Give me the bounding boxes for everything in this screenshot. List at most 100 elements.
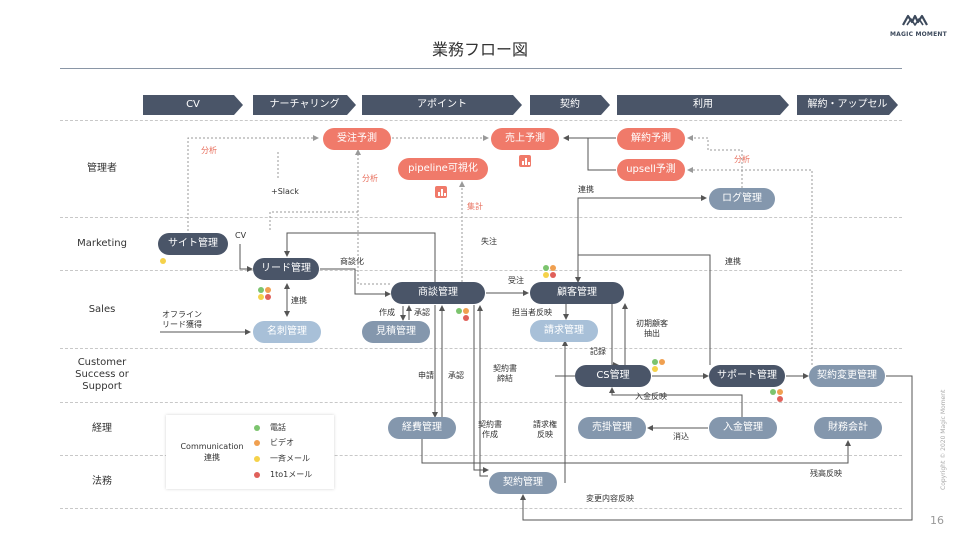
lane-customer-success: Customer Success or Support bbox=[75, 357, 129, 392]
lane-marketing: Marketing bbox=[77, 238, 127, 249]
edge-label-apply: 申請 bbox=[418, 371, 434, 380]
lane-separator bbox=[60, 348, 902, 349]
edge-label-create: 作成 bbox=[379, 308, 395, 317]
legend-item-mass-email: 一斉メール bbox=[254, 454, 310, 464]
phase-nurturing: ナーチャリング bbox=[253, 95, 356, 115]
phone-dot bbox=[543, 265, 549, 271]
node-contract-management: 契約管理 bbox=[489, 472, 557, 494]
title-divider bbox=[60, 68, 902, 69]
lane-separator bbox=[60, 270, 902, 271]
lane-separator bbox=[60, 455, 902, 456]
lane-separator bbox=[60, 120, 902, 121]
lane-separator bbox=[60, 508, 902, 509]
copyright-notice: Copyright © 2020 Magic Moment bbox=[940, 389, 947, 490]
edge-label-contract-signing: 契約書 締結 bbox=[493, 364, 517, 383]
mass-email-dot bbox=[652, 366, 658, 372]
edge-label-contract-creation: 契約書 作成 bbox=[478, 420, 502, 439]
edge-label-slack: +Slack bbox=[271, 187, 299, 196]
edge-label-billing-rights-sync: 請求権 反映 bbox=[533, 420, 557, 439]
node-expense-management: 経費管理 bbox=[388, 417, 456, 439]
node-upsell-forecast: upsell予測 bbox=[617, 159, 685, 181]
legend-item-phone: 電話 bbox=[254, 423, 286, 433]
phone-dot bbox=[652, 359, 658, 365]
mass-email-dot bbox=[258, 294, 264, 300]
edge-label-balance-sync: 残高反映 bbox=[810, 469, 842, 478]
edge-label-analysis: 分析 bbox=[734, 155, 750, 164]
legend-label: ビデオ bbox=[270, 438, 294, 447]
video-dot bbox=[463, 308, 469, 314]
phase-appointment: アポイント bbox=[362, 95, 522, 115]
legend-label: 1to1メール bbox=[270, 470, 313, 479]
legend-label: 一斉メール bbox=[270, 454, 310, 463]
edge-label-link: 連携 bbox=[291, 296, 307, 305]
one-to-one-email-dot bbox=[550, 272, 556, 278]
edge-label-reconciliation: 消込 bbox=[673, 432, 689, 441]
node-site-management: サイト管理 bbox=[158, 233, 228, 255]
node-payment-management: 入金管理 bbox=[709, 417, 777, 439]
communication-legend: Communication 連携 電話 ビデオ 一斉メール 1to1メール bbox=[166, 415, 334, 489]
edge-label-analysis: 分析 bbox=[362, 174, 378, 183]
edge-label-link: 連携 bbox=[578, 185, 594, 194]
legend-title: Communication 連携 bbox=[180, 442, 244, 462]
node-order-forecast: 受注予測 bbox=[323, 128, 391, 150]
lane-sales: Sales bbox=[88, 304, 116, 315]
phase-usage: 利用 bbox=[617, 95, 789, 115]
edge-label-initial-customer-extract: 初期顧客 抽出 bbox=[636, 319, 668, 338]
video-dot bbox=[659, 359, 665, 365]
node-churn-forecast: 解約予測 bbox=[617, 128, 685, 150]
phone-dot bbox=[456, 308, 462, 314]
phone-dot bbox=[770, 389, 776, 395]
edge-label-lost-deal: 失注 bbox=[481, 237, 497, 246]
legend-item-video: ビデオ bbox=[254, 438, 294, 448]
logo-text: MAGIC MOMENT bbox=[890, 31, 947, 38]
edge-label-link: 連携 bbox=[725, 257, 741, 266]
page-number: 16 bbox=[930, 514, 944, 527]
phone-dot bbox=[258, 287, 264, 293]
legend-label: 電話 bbox=[270, 423, 286, 432]
edge-label-order-won: 受注 bbox=[508, 276, 524, 285]
bar-chart-icon bbox=[435, 186, 447, 198]
phone-dot bbox=[254, 425, 260, 431]
node-financial-accounting: 財務会計 bbox=[814, 417, 882, 439]
mass-email-dot bbox=[543, 272, 549, 278]
edge-label-analysis: 分析 bbox=[201, 146, 217, 155]
edge-label-payment-sync: 入金反映 bbox=[635, 392, 667, 401]
edge-label-assignee-sync: 担当者反映 bbox=[512, 308, 552, 317]
phase-cv: CV bbox=[143, 95, 243, 115]
edge-label-approve: 承認 bbox=[448, 371, 464, 380]
edge-label-deal-creation: 商談化 bbox=[340, 257, 364, 266]
one-to-one-email-dot bbox=[265, 294, 271, 300]
video-dot bbox=[265, 287, 271, 293]
lane-legal: 法務 bbox=[92, 476, 112, 487]
lane-admin: 管理者 bbox=[87, 163, 117, 174]
mass-email-dot bbox=[160, 258, 166, 264]
node-sales-forecast: 売上予測 bbox=[491, 128, 559, 150]
node-lead-management: リード管理 bbox=[253, 258, 319, 280]
node-contract-change-management: 契約変更管理 bbox=[809, 365, 885, 387]
one-to-one-email-dot bbox=[777, 396, 783, 402]
page-title: 業務フロー図 bbox=[431, 40, 528, 59]
node-billing-management: 請求管理 bbox=[530, 320, 598, 342]
edge-label-change-sync: 変更内容反映 bbox=[586, 494, 634, 503]
magic-moment-logo-icon bbox=[902, 14, 928, 26]
phase-contract: 契約 bbox=[530, 95, 610, 115]
node-receivables-management: 売掛管理 bbox=[578, 417, 646, 439]
video-dot bbox=[777, 389, 783, 395]
node-support-management: サポート管理 bbox=[709, 365, 785, 387]
edge-label-aggregate: 集計 bbox=[467, 202, 483, 211]
node-deal-management: 商談管理 bbox=[391, 282, 485, 304]
lane-accounting: 経理 bbox=[92, 423, 112, 434]
video-dot bbox=[254, 440, 260, 446]
edge-label-approve: 承認 bbox=[414, 308, 430, 317]
node-cs-management: CS管理 bbox=[575, 365, 651, 387]
node-pipeline-visualization: pipeline可視化 bbox=[398, 158, 488, 180]
edge-label-offline-lead: オフライン リード獲得 bbox=[162, 310, 202, 329]
bar-chart-icon bbox=[519, 155, 531, 167]
edge-label-record: 記録 bbox=[590, 347, 606, 356]
edge-label-cv: CV bbox=[235, 231, 247, 240]
legend-item-one-to-one-email: 1to1メール bbox=[254, 470, 313, 480]
lane-separator bbox=[60, 402, 902, 403]
node-log-management: ログ管理 bbox=[709, 188, 775, 210]
lane-separator bbox=[60, 217, 902, 218]
